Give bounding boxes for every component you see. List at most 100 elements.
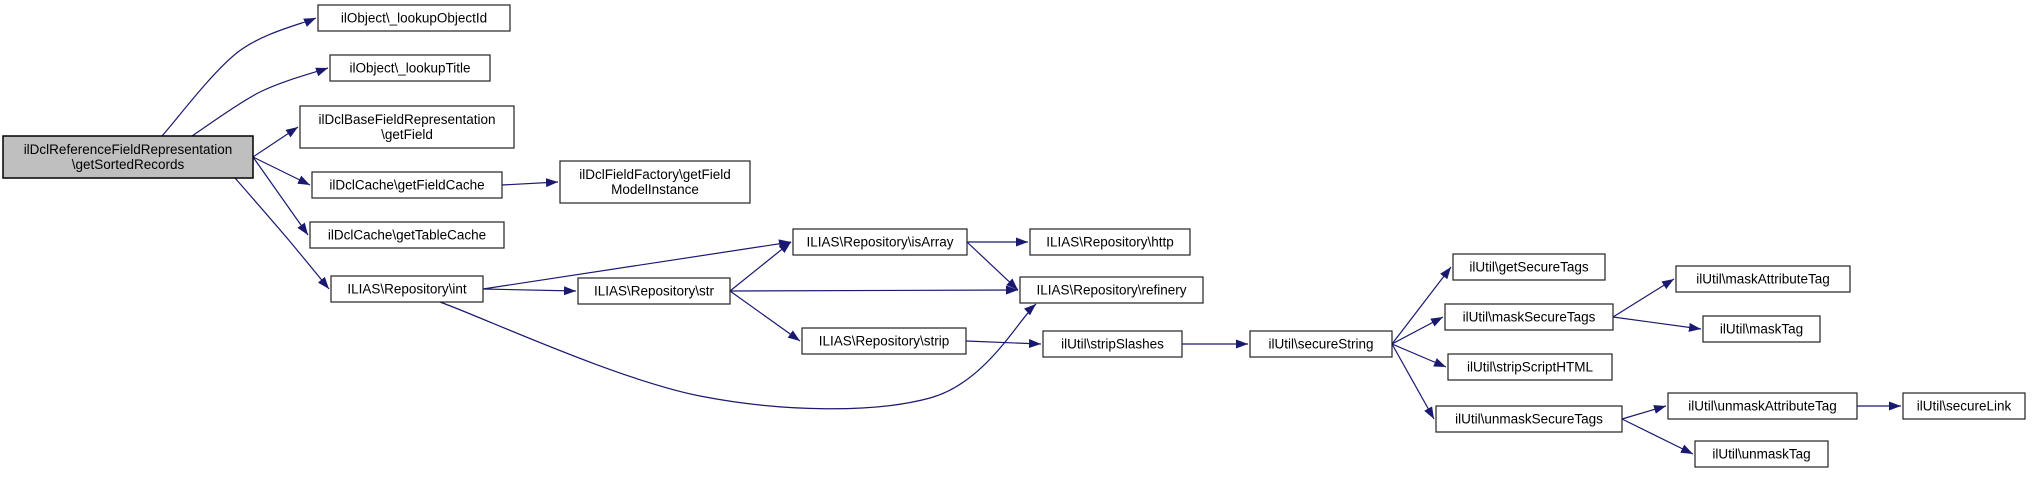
node-label-get-sorted-records-line2: \getSortedRecords (72, 157, 185, 172)
node-label-unmask-attribute-tag: ilUtil\unmaskAttributeTag (1688, 399, 1837, 414)
node-box-unmask-secure-tags[interactable] (1435, 405, 1623, 433)
node-lookup-object-id[interactable]: ilObject\_lookupObjectId (317, 4, 511, 32)
node-unmask-tag[interactable]: ilUtil\unmaskTag (1694, 440, 1829, 468)
edge-repo-strip-to-strip-slashes (965, 339, 1042, 349)
edge-mask-secure-tags-to-mask-attribute-tag (1612, 278, 1675, 318)
node-box-unmask-tag[interactable] (1694, 440, 1829, 468)
node-box-repo-http[interactable] (1029, 228, 1191, 256)
node-label-get-table-cache: ilDclCache\getTableCache (328, 228, 486, 243)
node-label-strip-script-html: ilUtil\stripScriptHTML (1467, 360, 1594, 375)
node-box-repo-strip[interactable] (801, 327, 967, 355)
edge-repo-int-to-repo-str (482, 286, 577, 296)
node-label-get-field-model-instance-line2: ModelInstance (611, 182, 699, 197)
node-mask-secure-tags[interactable]: ilUtil\maskSecureTags (1444, 303, 1614, 331)
node-label-get-field-model-instance-line1: ilDclFieldFactory\getField (579, 167, 731, 182)
node-label-mask-attribute-tag: ilUtil\maskAttributeTag (1696, 272, 1830, 287)
node-label-mask-tag: ilUtil\maskTag (1720, 322, 1803, 337)
node-label-get-field-line2: \getField (381, 127, 433, 142)
node-get-table-cache[interactable]: ilDclCache\getTableCache (309, 221, 505, 249)
nodes-layer: ilDclReferenceFieldRepresentation\getSor… (2, 4, 2026, 468)
node-label-get-field-line1: ilDclBaseFieldRepresentation (318, 112, 495, 127)
node-unmask-secure-tags[interactable]: ilUtil\unmaskSecureTags (1435, 405, 1623, 433)
edge-repo-str-to-repo-strip (729, 290, 801, 342)
node-label-lookup-object-id: ilObject\_lookupObjectId (341, 11, 487, 26)
node-strip-slashes[interactable]: ilUtil\stripSlashes (1042, 330, 1183, 358)
node-repo-int[interactable]: ILIAS\Repository\int (330, 275, 484, 303)
edges-layer (161, 17, 1901, 455)
edge-get-sorted-records-to-get-table-cache (252, 156, 309, 236)
node-box-mask-attribute-tag[interactable] (1675, 265, 1851, 293)
node-repo-str[interactable]: ILIAS\Repository\str (577, 277, 731, 305)
edge-secure-string-to-unmask-secure-tags (1391, 343, 1435, 420)
node-box-get-field-cache[interactable] (311, 171, 503, 199)
edge-unmask-secure-tags-to-unmask-tag (1621, 418, 1694, 455)
node-box-repo-is-array[interactable] (792, 228, 968, 256)
edge-repo-int-to-repo-refinery (439, 301, 1037, 410)
edge-get-sorted-records-to-get-field (252, 126, 299, 158)
node-label-get-field-cache: ilDclCache\getFieldCache (329, 178, 484, 193)
node-get-field[interactable]: ilDclBaseFieldRepresentation\getField (299, 105, 515, 149)
node-box-repo-refinery[interactable] (1019, 276, 1204, 304)
node-get-sorted-records[interactable]: ilDclReferenceFieldRepresentation\getSor… (2, 135, 254, 179)
edge-get-field-cache-to-get-field-model-instance (501, 178, 559, 188)
edge-get-sorted-records-to-repo-int (234, 177, 330, 290)
node-box-strip-script-html[interactable] (1447, 353, 1613, 381)
node-box-repo-int[interactable] (330, 275, 484, 303)
edge-secure-string-to-get-secure-tags (1391, 266, 1452, 345)
node-label-secure-link: ilUtil\secureLink (1917, 399, 2012, 414)
node-label-unmask-secure-tags: ilUtil\unmaskSecureTags (1455, 412, 1603, 427)
node-label-lookup-title: ilObject\_lookupTitle (349, 61, 470, 76)
node-box-get-field-model-instance[interactable] (559, 160, 751, 204)
edge-repo-int-to-repo-is-array (482, 239, 792, 290)
node-mask-attribute-tag[interactable]: ilUtil\maskAttributeTag (1675, 265, 1851, 293)
node-label-get-secure-tags: ilUtil\getSecureTags (1469, 260, 1589, 275)
node-secure-link[interactable]: ilUtil\secureLink (1902, 392, 2026, 420)
edge-repo-str-to-repo-refinery (729, 285, 1019, 295)
node-label-mask-secure-tags: ilUtil\maskSecureTags (1463, 310, 1596, 325)
node-box-repo-str[interactable] (577, 277, 731, 305)
node-box-strip-slashes[interactable] (1042, 330, 1183, 358)
node-box-get-sorted-records[interactable] (2, 135, 254, 179)
node-box-secure-string[interactable] (1249, 330, 1393, 358)
edge-unmask-secure-tags-to-unmask-attribute-tag (1621, 405, 1667, 420)
node-get-field-cache[interactable]: ilDclCache\getFieldCache (311, 171, 503, 199)
node-repo-http[interactable]: ILIAS\Repository\http (1029, 228, 1191, 256)
edge-repo-is-array-to-repo-refinery (966, 241, 1019, 291)
edge-get-sorted-records-to-get-field-cache (252, 156, 311, 186)
node-label-get-sorted-records-line1: ilDclReferenceFieldRepresentation (24, 142, 233, 157)
node-box-secure-link[interactable] (1902, 392, 2026, 420)
node-mask-tag[interactable]: ilUtil\maskTag (1702, 315, 1821, 343)
node-label-repo-str: ILIAS\Repository\str (594, 284, 715, 299)
edge-secure-string-to-strip-script-html (1391, 343, 1447, 368)
node-label-repo-refinery: ILIAS\Repository\refinery (1036, 283, 1186, 298)
node-label-strip-slashes: ilUtil\stripSlashes (1061, 337, 1164, 352)
node-label-unmask-tag: ilUtil\unmaskTag (1712, 447, 1810, 462)
node-unmask-attribute-tag[interactable]: ilUtil\unmaskAttributeTag (1667, 392, 1858, 420)
node-box-get-field[interactable] (299, 105, 515, 149)
edge-mask-secure-tags-to-mask-tag (1612, 316, 1702, 332)
node-get-secure-tags[interactable]: ilUtil\getSecureTags (1452, 253, 1606, 281)
node-label-repo-strip: ILIAS\Repository\strip (819, 334, 950, 349)
edge-get-sorted-records-to-lookup-object-id (161, 17, 317, 137)
node-secure-string[interactable]: ilUtil\secureString (1249, 330, 1393, 358)
node-box-mask-secure-tags[interactable] (1444, 303, 1614, 331)
edge-get-sorted-records-to-lookup-title (191, 67, 329, 137)
node-label-repo-int: ILIAS\Repository\int (347, 282, 467, 297)
node-box-unmask-attribute-tag[interactable] (1667, 392, 1858, 420)
node-repo-strip[interactable]: ILIAS\Repository\strip (801, 327, 967, 355)
node-repo-is-array[interactable]: ILIAS\Repository\isArray (792, 228, 968, 256)
node-box-get-secure-tags[interactable] (1452, 253, 1606, 281)
node-label-secure-string: ilUtil\secureString (1268, 337, 1373, 352)
node-box-lookup-object-id[interactable] (317, 4, 511, 32)
node-lookup-title[interactable]: ilObject\_lookupTitle (329, 54, 491, 82)
node-box-get-table-cache[interactable] (309, 221, 505, 249)
node-box-mask-tag[interactable] (1702, 315, 1821, 343)
node-repo-refinery[interactable]: ILIAS\Repository\refinery (1019, 276, 1204, 304)
edge-repo-str-to-repo-is-array (729, 241, 792, 292)
node-label-repo-is-array: ILIAS\Repository\isArray (806, 235, 953, 250)
node-strip-script-html[interactable]: ilUtil\stripScriptHTML (1447, 353, 1613, 381)
node-box-lookup-title[interactable] (329, 54, 491, 82)
